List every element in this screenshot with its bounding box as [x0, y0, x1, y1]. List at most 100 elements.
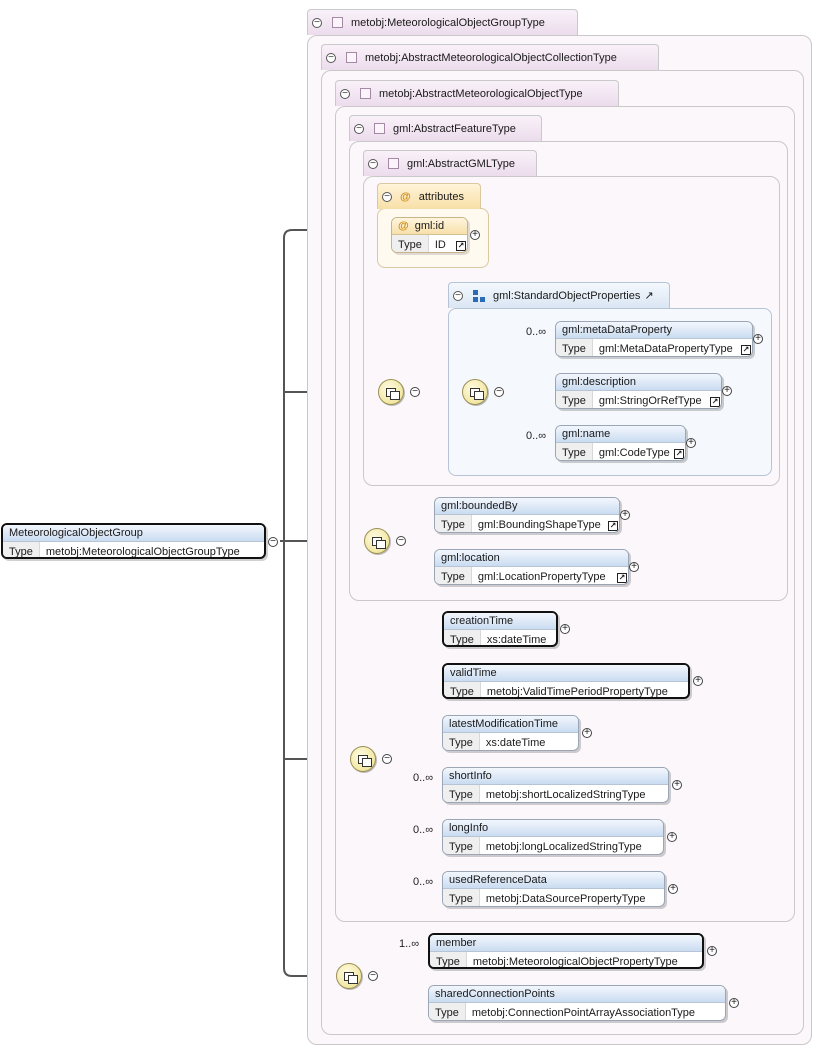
cardinality: 0..∞ [413, 772, 434, 784]
type-value: metobj:DataSourcePropertyType [485, 892, 646, 905]
type-label: Type [429, 1003, 466, 1020]
collapse-icon[interactable]: − [382, 754, 392, 764]
element-name: sharedConnectionPoints [435, 988, 555, 1000]
sequence-compositor-icon[interactable] [378, 379, 404, 405]
type-label: Type [556, 391, 593, 408]
type-value: metobj:MeteorologicalObjectGroupType [45, 545, 240, 558]
group-icon [473, 289, 485, 302]
collapse-icon[interactable]: − [410, 387, 420, 397]
link-icon[interactable]: ↗ [674, 449, 684, 459]
collapse-icon[interactable]: − [326, 52, 336, 63]
expand-icon[interactable]: + [582, 728, 592, 738]
expand-icon[interactable]: + [707, 946, 717, 956]
type-label: Type [3, 542, 40, 557]
attribute-icon: @ [398, 220, 409, 232]
element-sharedconnectionpoints[interactable]: sharedConnectionPoints Type metobj:Connec… [428, 985, 726, 1021]
cardinality: 1..∞ [399, 938, 420, 950]
type-tab-collection[interactable]: − metobj:AbstractMeteorologicalObjectCol… [321, 44, 659, 70]
type-label: Type [444, 630, 481, 645]
link-icon[interactable]: ↗ [608, 521, 618, 531]
type-name: gml:AbstractFeatureType [393, 122, 516, 135]
type-label: Type [556, 339, 593, 356]
collapse-icon[interactable]: − [453, 290, 463, 301]
type-label: Type [443, 733, 480, 750]
type-name: metobj:AbstractMeteorologicalObjectColle… [365, 51, 617, 64]
complex-type-icon [374, 123, 385, 134]
type-tab-object-group[interactable]: − metobj:MeteorologicalObjectGroupType [307, 9, 578, 35]
sequence-compositor-icon[interactable] [336, 963, 362, 989]
sequence-compositor-icon[interactable] [364, 528, 390, 554]
link-icon[interactable]: ↗ [617, 573, 627, 583]
type-label: Type [443, 889, 480, 906]
element-name-gml[interactable]: gml:name Type gml:CodeType ↗ [555, 425, 686, 461]
expand-icon[interactable]: + [668, 884, 678, 894]
element-name: gml:name [562, 428, 611, 440]
cardinality: 0..∞ [526, 430, 547, 442]
type-value: gml:BoundingShapeType [477, 518, 601, 531]
type-tab-object[interactable]: − metobj:AbstractMeteorologicalObjectTyp… [335, 80, 619, 106]
collapse-icon[interactable]: − [494, 387, 504, 397]
type-label: Type [556, 443, 593, 460]
type-value: metobj:ValidTimePeriodPropertyType [486, 685, 668, 698]
type-value: xs:dateTime [486, 633, 547, 646]
element-name: usedReferenceData [449, 874, 547, 886]
collapse-icon[interactable]: − [368, 158, 378, 169]
link-icon[interactable]: ↗ [741, 345, 751, 355]
element-name: member [436, 937, 477, 949]
cardinality: 0..∞ [413, 876, 434, 888]
collapse-icon[interactable]: − [340, 88, 350, 99]
sequence-compositor-icon[interactable] [462, 379, 488, 405]
expand-icon[interactable]: + [667, 832, 677, 842]
link-icon[interactable]: ↗ [644, 290, 654, 302]
complex-type-icon [388, 158, 399, 169]
type-name: gml:AbstractGMLType [407, 157, 515, 170]
collapse-icon[interactable]: − [312, 17, 322, 28]
expand-icon[interactable]: + [729, 998, 739, 1008]
collapse-icon[interactable]: − [382, 191, 392, 202]
collapse-icon[interactable]: − [396, 536, 406, 546]
expand-icon[interactable]: + [686, 438, 696, 448]
complex-type-icon [332, 17, 343, 28]
expand-icon[interactable]: + [722, 386, 732, 396]
expand-icon[interactable]: + [693, 676, 703, 686]
element-name: gml:boundedBy [441, 500, 518, 512]
expand-icon[interactable]: + [620, 510, 630, 520]
type-tab-gml[interactable]: − gml:AbstractGMLType [363, 150, 537, 176]
collapse-icon[interactable]: − [354, 123, 364, 134]
type-value: metobj:shortLocalizedStringType [485, 788, 646, 801]
type-tab-feature[interactable]: − gml:AbstractFeatureType [349, 115, 542, 141]
type-value: metobj:ConnectionPointArrayAssociationTy… [471, 1006, 696, 1019]
attributes-tab[interactable]: − @ attributes [377, 183, 481, 209]
expand-icon[interactable]: + [560, 624, 570, 634]
expand-icon[interactable]: + [672, 780, 682, 790]
expand-icon[interactable]: + [470, 230, 480, 240]
sequence-compositor-icon[interactable] [350, 746, 376, 772]
type-value: gml:StringOrRefType [598, 394, 702, 407]
element-name: gml:id [414, 220, 445, 232]
type-value: gml:CodeType [598, 446, 670, 459]
collapse-icon[interactable]: − [268, 537, 278, 547]
type-value: metobj:longLocalizedStringType [485, 840, 642, 853]
std-props-tab[interactable]: − gml:StandardObjectProperties ↗ [448, 282, 670, 308]
link-icon[interactable]: ↗ [710, 397, 720, 407]
element-usedreferencedata[interactable]: usedReferenceData Type metobj:DataSourceP… [442, 871, 665, 907]
type-value: xs:dateTime [485, 736, 546, 749]
type-label: Type [430, 952, 467, 967]
type-label: Type [392, 235, 429, 252]
expand-icon[interactable]: + [629, 562, 639, 572]
expand-icon[interactable]: + [753, 334, 763, 344]
collapse-icon[interactable]: − [368, 971, 378, 981]
link-icon[interactable]: ↗ [456, 241, 466, 251]
